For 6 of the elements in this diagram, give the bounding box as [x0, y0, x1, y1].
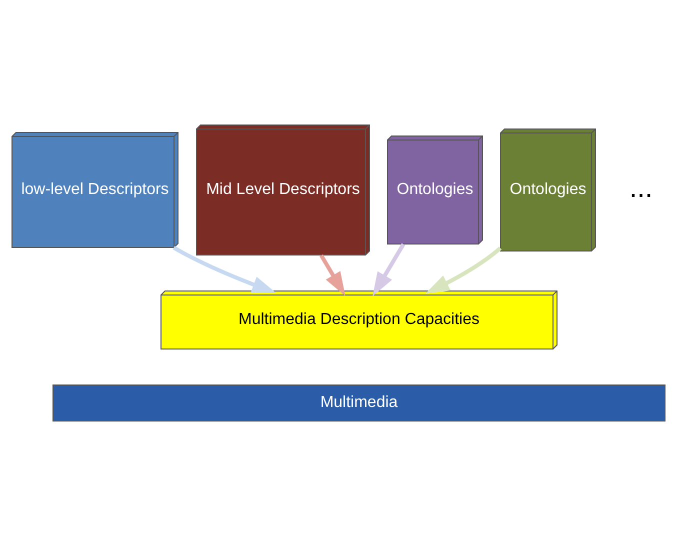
label: ... — [629, 172, 653, 203]
arrow — [172, 246, 276, 294]
arrow — [425, 246, 502, 294]
arrow — [372, 243, 406, 296]
node-box: Multimedia — [52, 384, 666, 422]
arrow — [320, 254, 346, 296]
